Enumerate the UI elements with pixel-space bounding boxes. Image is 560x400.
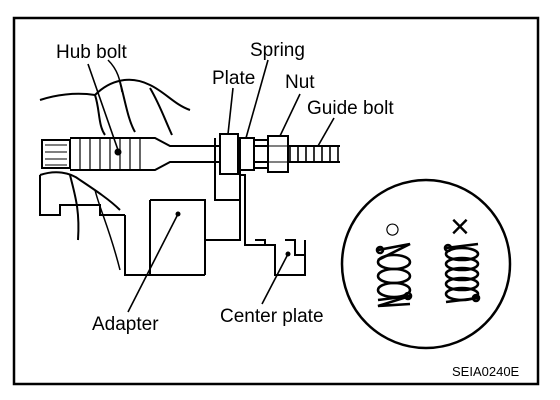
- leader-dot-adapter: [175, 211, 181, 217]
- leader-nut: [279, 93, 301, 137]
- spring-inset: ○ ×: [340, 178, 512, 350]
- leader-plate: [227, 87, 234, 135]
- label-plate: Plate: [212, 68, 255, 89]
- correct-spring-icon: [375, 242, 413, 308]
- leader-adapter: [127, 213, 179, 313]
- hub-assembly: [39, 59, 306, 276]
- hub-bolt-shape: [70, 137, 340, 171]
- label-center-plate: Center plate: [220, 306, 324, 327]
- guide-bolt-shape: [289, 146, 339, 162]
- inset-circle: [340, 178, 512, 350]
- label-spring: Spring: [250, 40, 305, 61]
- figure-frame: [12, 16, 540, 386]
- figure-code: SEIA0240E: [452, 364, 520, 379]
- incorrect-mark-icon: ×: [450, 208, 470, 246]
- leader-spring: [245, 59, 269, 139]
- label-nut: Nut: [285, 72, 315, 93]
- leader-hub-bolt: [87, 63, 119, 151]
- label-adapter: Adapter: [92, 314, 159, 335]
- label-guide-bolt: Guide bolt: [307, 98, 394, 119]
- leader-center-plate: [261, 253, 289, 305]
- plate-spring-nut: [219, 133, 289, 175]
- incorrect-spring-icon: [443, 242, 481, 304]
- leader-guide-bolt: [317, 117, 335, 147]
- leader-lines: [87, 59, 335, 313]
- label-hub-bolt: Hub bolt: [56, 42, 127, 63]
- leader-dot-center-plate: [285, 251, 291, 257]
- correct-mark-icon: ○: [384, 213, 401, 244]
